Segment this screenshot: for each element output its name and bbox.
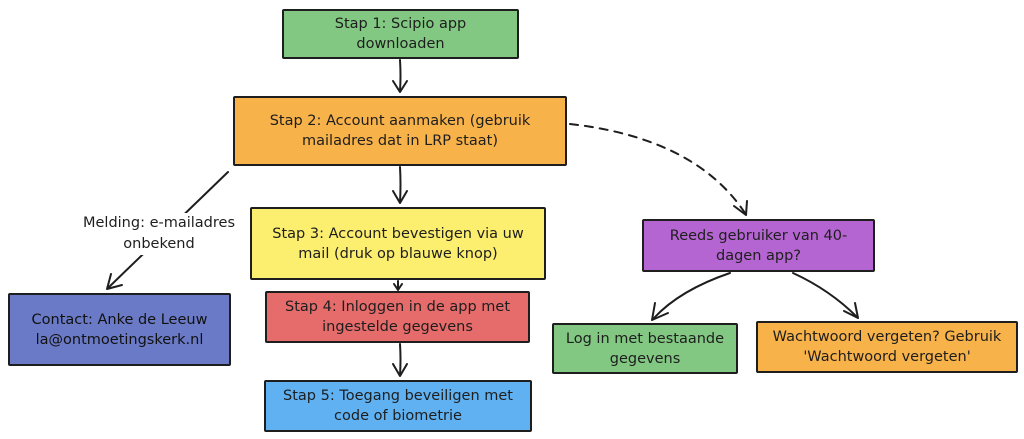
node-contact-text: Contact: Anke de Leeuw la@ontmoetingsker… <box>31 311 208 348</box>
node-step5-text: Stap 5: Toegang beveiligen met code of b… <box>283 388 513 424</box>
node-step3-text: Stap 3: Account bevestigen via uw mail (… <box>272 225 524 262</box>
node-existing-user-text: Reeds gebruiker van 40-dagen app? <box>669 227 848 264</box>
node-step4-text: Stap 4: Inloggen in de app met ingesteld… <box>285 299 510 335</box>
arrow-step1-to-step2 <box>392 59 408 93</box>
arrow-existing-to-login <box>651 272 731 321</box>
arrow-step2-to-existing-user <box>569 123 748 216</box>
node-step3-confirm-account: Stap 3: Account bevestigen via uw mail (… <box>250 207 546 280</box>
arrow-step4-to-step5 <box>392 343 408 377</box>
node-forgot-password-text: Wachtwoord vergeten? Gebruik 'Wachtwoord… <box>772 329 1002 365</box>
node-login-existing-text: Log in met bestaande gegevens <box>565 330 725 367</box>
node-step5-secure-access: Stap 5: Toegang beveiligen met code of b… <box>264 380 532 432</box>
node-step4-login: Stap 4: Inloggen in de app met ingesteld… <box>265 291 530 343</box>
arrow-step3-to-step4 <box>393 280 403 291</box>
node-contact: Contact: Anke de Leeuw la@ontmoetingsker… <box>8 293 231 366</box>
arrow-existing-to-forgot <box>792 272 859 319</box>
node-step2-text: Stap 2: Account aanmaken (gebruik mailad… <box>269 113 531 149</box>
node-login-existing: Log in met bestaande gegevens <box>552 323 738 374</box>
arrow-step2-to-step3 <box>392 166 408 204</box>
edge-label-email-unknown: Melding: e-mailadres onbekend <box>70 213 248 255</box>
node-step2-create-account: Stap 2: Account aanmaken (gebruik mailad… <box>233 96 567 166</box>
node-step1-download-app: Stap 1: Scipio app downloaden <box>282 9 519 59</box>
node-forgot-password: Wachtwoord vergeten? Gebruik 'Wachtwoord… <box>756 321 1018 373</box>
node-step1-text: Stap 1: Scipio app downloaden <box>334 16 467 52</box>
node-existing-user-question: Reeds gebruiker van 40-dagen app? <box>642 219 875 272</box>
